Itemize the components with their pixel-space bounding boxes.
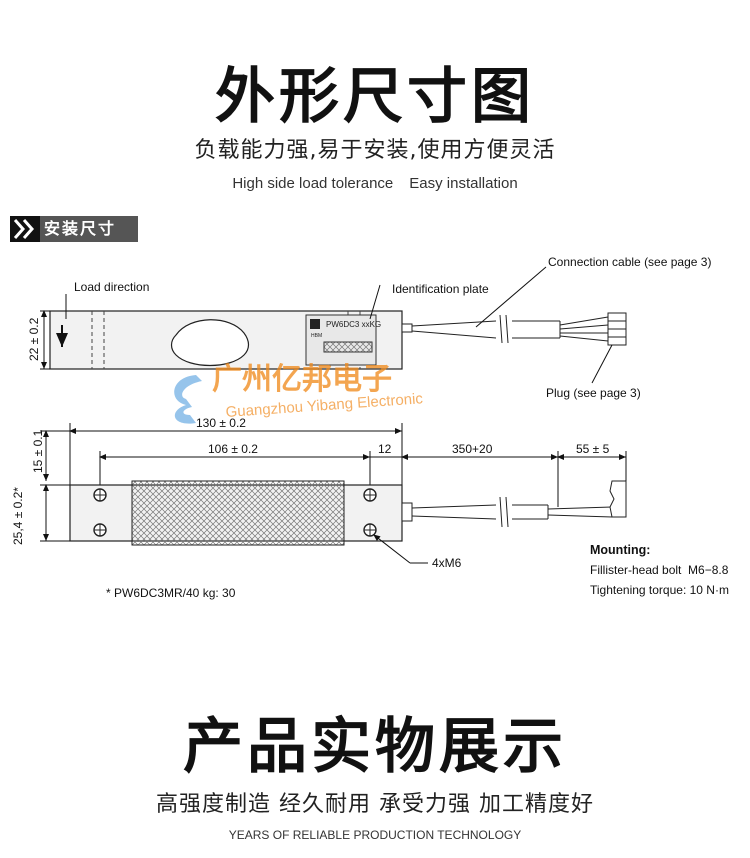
holes-label: 4xM6 [432,556,462,570]
section-subtitle-cn: 负载能力强,易于安装,使用方便灵活 [194,138,556,163]
section2-subtitle-cn: 高强度制造 经久耐用 承受力强 加工精度好 [156,792,594,817]
identification-plate-label: Identification plate [392,282,489,296]
watermark-logo-icon [174,375,202,424]
top-view: 130 ± 0.2 106 ± 0.2 12 15 ± 0.1 25,4 ± 0… [11,416,627,600]
dim-width-label: 25,4 ± 0.2* [11,487,25,545]
strain-gauge-area [131,480,345,546]
plate-brand: HBM [311,333,322,339]
section-subtitle-en: High side load tolerance Easy installatio… [0,175,750,192]
install-dimensions-label: 安装尺寸 [44,219,117,238]
section-title-product: 产品实物展示 [183,712,567,782]
footnote: * PW6DC3MR/40 kg: 30 [106,586,236,600]
dim-top-label: 15 ± 0.1 [31,429,45,473]
section-title-dimensions: 外形尺寸图 [215,62,535,132]
mounting-torque: Tightening torque: 10 N·m [590,583,729,597]
subtitle-en-load: High side load tolerance [232,175,394,192]
subtitle-en-install: Easy installation [409,175,518,192]
connection-cable-label: Connection cable (see page 3) [548,255,711,269]
watermark: 广州亿邦电子 Guangzhou Yibang Electronic [174,363,424,424]
dim-cable-label: 350+20 [452,442,493,456]
dim-plug-label: 55 ± 5 [576,442,610,456]
plate-model: PW6DC3 xxKG [326,320,381,329]
mounting-title: Mounting: [590,543,651,557]
watermark-cn: 广州亿邦电子 [212,363,392,396]
plug-connector-plan [609,480,627,518]
section2-subtitle-en: YEARS OF RELIABLE PRODUCTION TECHNOLOGY [228,828,522,842]
technical-drawing: HBM PW6DC3 xxKG 22 ± 0.2 Load direction … [11,255,711,600]
dim-height-label: 22 ± 0.2 [27,317,41,361]
dim-end-label: 12 [378,442,392,456]
bending-beam-cutout [170,319,250,366]
dim-length-label: 130 ± 0.2 [196,416,246,430]
load-direction-label: Load direction [74,280,149,294]
dim-holes-label: 106 ± 0.2 [208,442,258,456]
mounting-bolt: Fillister-head bolt M6−8.8 [590,563,729,577]
plug-label: Plug (see page 3) [546,386,641,400]
side-view: HBM PW6DC3 xxKG 22 ± 0.2 Load direction … [27,255,711,400]
double-chevron-icon [10,216,40,242]
